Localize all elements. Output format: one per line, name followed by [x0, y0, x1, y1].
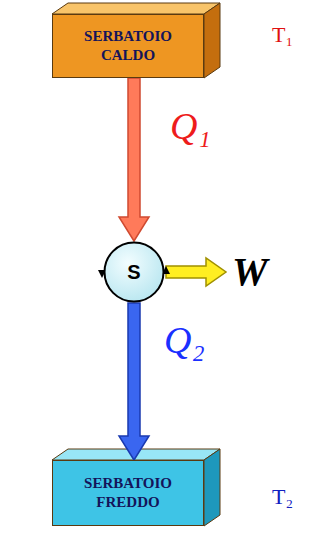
system-circle: S — [103, 241, 165, 303]
reservoir-name: SERBATOIO CALDO — [53, 23, 203, 69]
box-top-face — [52, 3, 220, 14]
temperature-label: T₁ — [272, 22, 293, 48]
temperature-label: T₂ — [272, 484, 293, 510]
heat-flow-arrow — [119, 78, 149, 241]
system-name: S — [127, 261, 140, 284]
heat-label: Q₂ — [164, 318, 205, 362]
work-label: W — [232, 248, 268, 295]
heat-label: Q₁ — [170, 104, 211, 148]
reservoir-name: SERBATOIO FREDDO — [53, 470, 203, 516]
box-side-face — [204, 3, 220, 78]
reservoir-box: SERBATOIO FREDDO — [52, 460, 204, 526]
heat-flow-arrow — [119, 303, 149, 460]
work-arrow — [166, 258, 226, 286]
box-side-face — [204, 449, 220, 526]
reservoir-box: SERBATOIO CALDO — [52, 14, 204, 78]
